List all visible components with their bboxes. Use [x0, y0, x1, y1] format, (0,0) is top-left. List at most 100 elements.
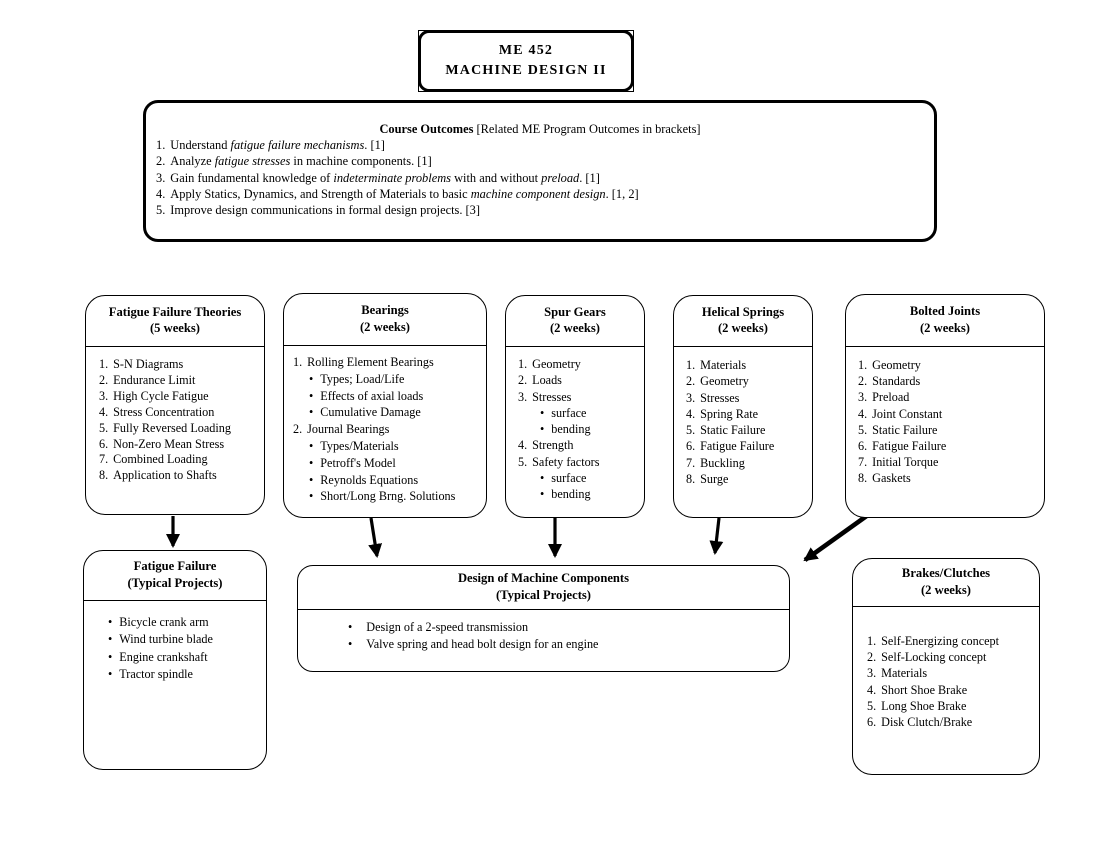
box-design-of-machine-components: Design of Machine Components (Typical Pr… [297, 565, 790, 672]
bullet-marker: • [309, 472, 314, 487]
list-item-text: Gain fundamental knowledge of indetermin… [170, 170, 600, 185]
number-marker: 2. [156, 154, 166, 169]
number-marker: 4. [99, 404, 109, 419]
topic-box-header: Fatigue Failure Theories (5 weeks) [86, 296, 264, 347]
number-marker: 2. [686, 374, 696, 389]
list-item-text: Design of a 2-speed transmission [366, 620, 529, 634]
list-item: 5.Static Failure [858, 422, 1042, 438]
number-marker: 4. [867, 682, 877, 697]
number-marker: 4. [686, 406, 696, 421]
list-item-text: Reynolds Equations [320, 472, 419, 487]
bullet-marker: • [540, 471, 545, 486]
list-item: 3.Gain fundamental knowledge of indeterm… [156, 170, 924, 186]
list-item-text: Safety factors [532, 454, 600, 469]
number-marker: 2. [518, 373, 528, 388]
list-item: 4.Short Shoe Brake [867, 682, 1037, 698]
list-item-text: Types/Materials [320, 438, 399, 453]
list-item: 4. Joint Constant [858, 406, 1042, 422]
topic-title: Brakes/Clutches [901, 566, 991, 581]
list-item-text: Stresses [700, 390, 740, 405]
list-item: 2.Endurance Limit [99, 373, 262, 389]
topic-box-fatigue-failure-theories: Fatigue Failure Theories (5 weeks) 1.S-N… [85, 295, 265, 515]
number-marker: 6. [686, 439, 696, 454]
list-item: 6. Fatigue Failure [686, 438, 810, 454]
bullet-marker: • [309, 455, 314, 470]
course-outcomes-heading: Course Outcomes [Related ME Program Outc… [156, 121, 924, 137]
topic-title: Spur Gears [544, 304, 606, 319]
list-item: 8.Surge [686, 471, 810, 487]
topic-item-list: 1.Rolling Element Bearings•Types; Load/L… [284, 346, 486, 505]
list-item: 1.Geometry [518, 356, 642, 372]
number-marker: 5. [518, 454, 528, 469]
topic-title: Helical Springs [701, 304, 785, 319]
list-item-text: Long Shoe Brake [881, 698, 967, 713]
list-item: 4.Apply Statics, Dynamics, and Strength … [156, 186, 924, 202]
list-item-text: Materials [881, 666, 928, 681]
number-marker: 3. [99, 388, 109, 403]
list-item: 3.Materials [867, 665, 1037, 681]
list-item: 8.Application to Shafts [99, 468, 262, 484]
number-marker: 3. [858, 390, 868, 405]
list-item: •Valve spring and head bolt design for a… [348, 636, 789, 653]
topic-weeks: (2 weeks) [717, 321, 768, 335]
topic-weeks: (2 weeks) [359, 319, 410, 334]
list-item: 7.Buckling [686, 455, 810, 471]
list-item: •surface [518, 405, 642, 421]
number-marker: 2. [858, 374, 868, 389]
topic-weeks: (Typical Projects) [127, 575, 223, 590]
list-item: •Bicycle crank arm [108, 614, 264, 631]
list-item: 7.Combined Loading [99, 452, 262, 468]
list-item-text: Buckling [700, 455, 745, 470]
topic-weeks: (5 weeks) [149, 321, 200, 335]
bullet-marker: • [108, 615, 113, 629]
number-marker: 4. [858, 406, 868, 421]
list-item-text: Apply Statics, Dynamics, and Strength of… [170, 186, 639, 201]
list-item-text: Analyze fatigue stresses in machine comp… [170, 154, 432, 169]
course-code: ME 452 [498, 42, 554, 58]
topic-box-header: Bearings (2 weeks) [284, 294, 486, 346]
number-marker: 5. [686, 423, 696, 438]
course-title-box: ME 452 MACHINE DESIGN II [418, 30, 634, 92]
list-item: 5.Long Shoe Brake [867, 698, 1037, 714]
list-item: 1.Rolling Element Bearings [293, 354, 484, 371]
list-item-text: Self-Energizing concept [881, 634, 1000, 648]
list-item-text: Disk Clutch/Brake [881, 715, 973, 730]
list-item-text: Journal Bearings [307, 422, 390, 437]
topic-box-header: Fatigue Failure (Typical Projects) [84, 551, 266, 601]
number-marker: 8. [686, 472, 696, 487]
list-item-text: surface [551, 405, 587, 420]
number-marker: 1. [99, 357, 109, 371]
number-marker: 7. [99, 452, 109, 467]
list-item-text: Standards [872, 374, 921, 389]
number-marker: 4. [518, 438, 528, 453]
list-item-text: Geometry [872, 358, 921, 372]
list-item: 1.Materials [686, 357, 810, 373]
list-item: 4.Spring Rate [686, 406, 810, 422]
list-item-text: Rolling Element Bearings [307, 355, 434, 369]
topic-item-list: • Design of a 2-speed transmission •Valve … [298, 610, 789, 653]
topic-weeks: (2 weeks) [549, 321, 600, 335]
list-item-text: bending [551, 487, 591, 502]
list-item: •Short/Long Brng. Solutions [293, 488, 484, 505]
list-item-text: Fatigue Failure [700, 439, 775, 454]
list-item: 2.Geometry [686, 373, 810, 389]
list-item-text: Improve design communications in formal … [170, 203, 480, 218]
list-item: • Design of a 2-speed transmission [348, 619, 789, 636]
number-marker: 2. [99, 372, 109, 387]
list-item: 5.Static Failure [686, 422, 810, 438]
list-item: •bending [518, 486, 642, 502]
list-item-text: Joint Constant [872, 406, 943, 421]
list-item-text: Geometry [532, 357, 581, 371]
number-marker: 2. [867, 650, 877, 665]
topic-box-bearings: Bearings (2 weeks) 1.Rolling Element Bea… [283, 293, 487, 518]
list-item-text: surface [551, 471, 587, 486]
bullet-marker: • [348, 620, 353, 634]
bullet-marker: • [540, 422, 545, 437]
list-item: 1.Self-Energizing concept [867, 633, 1037, 649]
